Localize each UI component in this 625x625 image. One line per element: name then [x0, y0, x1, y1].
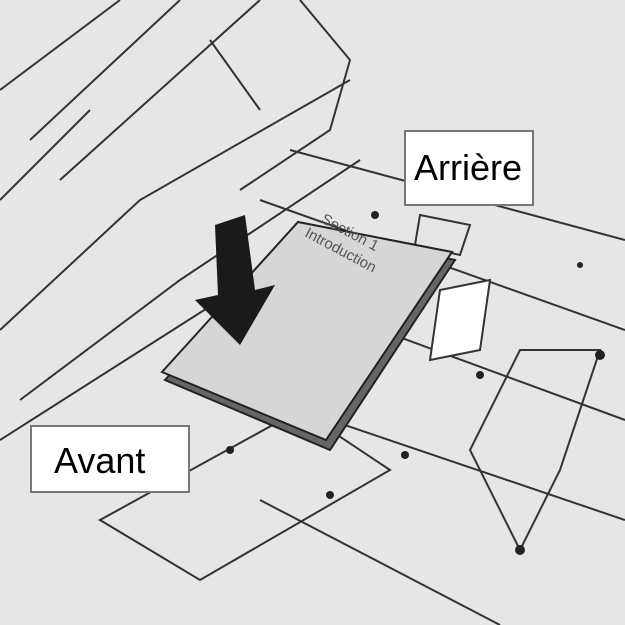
paper-stack [160, 220, 457, 452]
rear-label: Arrière [404, 130, 534, 206]
front-label: Avant [30, 425, 190, 493]
down-arrow-icon [195, 215, 275, 345]
screw-dots [226, 211, 605, 555]
